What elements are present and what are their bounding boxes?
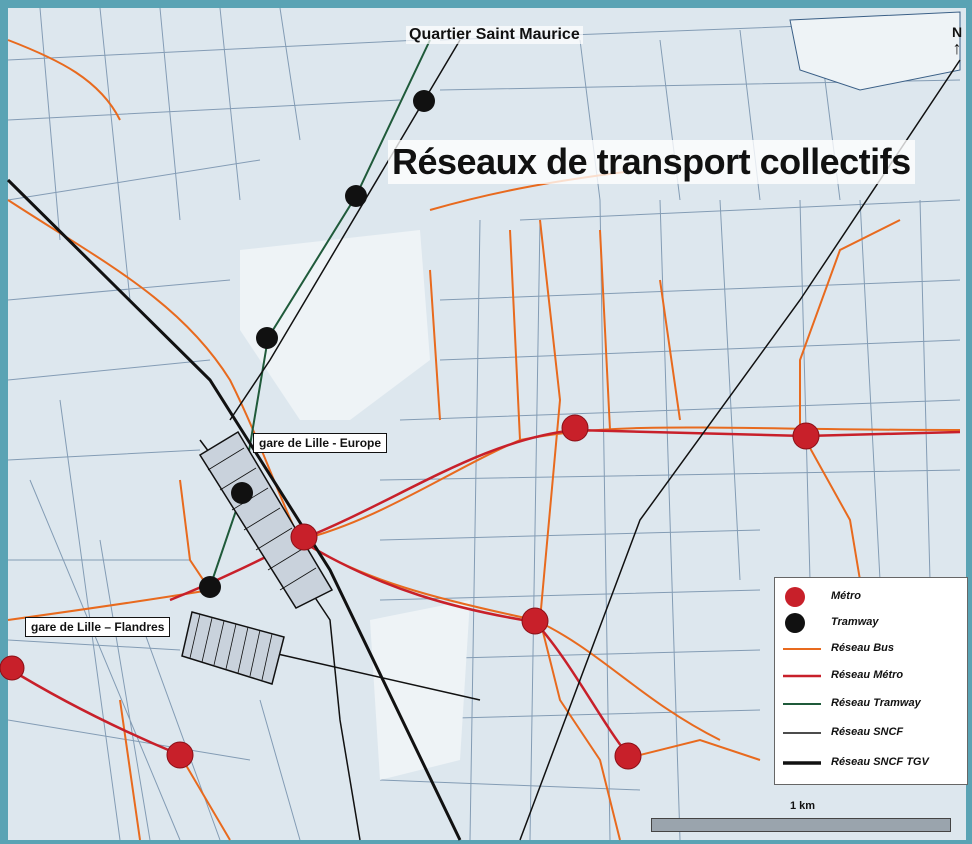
north-label: N [951, 24, 963, 40]
legend-item-bus: Réseau Bus [783, 638, 963, 660]
metro-station [290, 523, 318, 551]
legend-label: Réseau SNCF TGV [831, 756, 929, 768]
tram-dot-icon [785, 613, 805, 633]
station-label-flandres: gare de Lille – Flandres [25, 617, 171, 637]
sncf-line-icon [783, 732, 821, 734]
open-area [240, 230, 430, 420]
bus-line-icon [783, 648, 821, 650]
legend-item-metro-line: Réseau Métro [783, 665, 963, 687]
map-title: Réseaux de transport collectifs [388, 140, 915, 184]
tram-stop [413, 90, 435, 112]
tram-stops [199, 90, 435, 598]
metro-dot-icon [785, 587, 805, 607]
tgv-line-icon [783, 761, 821, 765]
metro-station [521, 607, 549, 635]
station-label-europe: gare de Lille - Europe [253, 433, 388, 453]
map-legend: Métro Tramway Réseau Bus Réseau Métro Ré… [774, 577, 968, 785]
legend-item-tram: Tramway [783, 612, 963, 634]
metro-station [792, 422, 820, 450]
quarter-title: Quartier Saint Maurice [406, 26, 583, 44]
legend-label: Réseau Tramway [831, 697, 921, 709]
legend-label: Réseau Bus [831, 642, 894, 654]
legend-item-metro: Métro [783, 586, 963, 608]
legend-label: Réseau Métro [831, 669, 904, 681]
metro-station [561, 414, 589, 442]
scale-bar [651, 818, 951, 832]
metro-station [614, 742, 642, 770]
metro-line-icon [783, 674, 821, 678]
legend-label: Réseau SNCF [831, 726, 904, 738]
north-arrow-icon: ↑ [952, 38, 962, 58]
tram-stop [199, 576, 221, 598]
station-building-flandres [181, 611, 285, 685]
legend-label: Métro [831, 590, 861, 602]
tram-stop [231, 482, 253, 504]
legend-item-sncf: Réseau SNCF [783, 722, 963, 744]
legend-item-tram-line: Réseau Tramway [783, 693, 963, 715]
metro-station [0, 655, 25, 681]
scale-label: 1 km [790, 800, 816, 812]
tgv-network [6, 178, 462, 841]
north-indicator: N ↑ [946, 24, 968, 58]
metro-station [166, 741, 194, 769]
legend-item-tgv: Réseau SNCF TGV [783, 752, 963, 774]
open-area [789, 11, 961, 91]
tram-stop [256, 327, 278, 349]
legend-label: Tramway [831, 616, 879, 628]
metro-stations [0, 414, 820, 770]
open-area [370, 600, 470, 780]
tram-line-icon [783, 703, 821, 705]
tram-stop [345, 185, 367, 207]
